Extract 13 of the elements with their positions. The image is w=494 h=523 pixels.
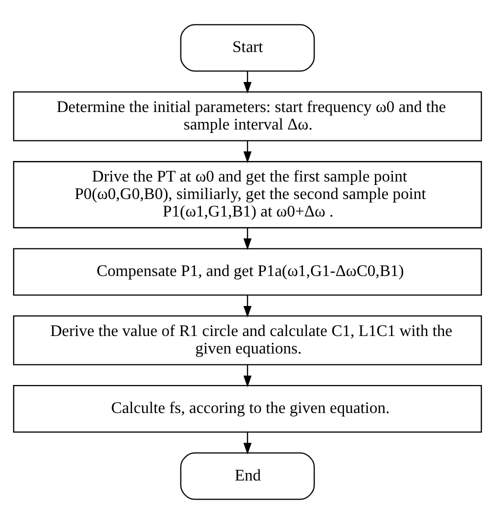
arrow — [242, 364, 252, 387]
arrow — [242, 70, 252, 94]
node-box: Calculte fs, accoring to the given equation. — [12, 384, 482, 432]
arrow — [242, 140, 252, 162]
node-box: End — [180, 452, 314, 500]
arrow — [242, 294, 252, 318]
node-box: Start — [180, 24, 314, 72]
arrow — [242, 432, 252, 454]
node-box: Compensate P1, and get P1a(ω1,G1-ΔωC0,B1) — [12, 248, 482, 296]
node-box: Determine the initial parameters: start frequency ω0 and the sample interval Δω. — [12, 90, 482, 141]
node-box: Derive the value of R1 circle and calculate C1, L1C1 with the given equations. — [12, 314, 482, 365]
arrow — [242, 228, 252, 250]
node-box: Drive the PT at ω0 and get the first sample point P0(ω0,G0,B0), similiarly, get the second sample point P1(ω1,G1,B1) at ω0+Δω . — [12, 160, 482, 228]
